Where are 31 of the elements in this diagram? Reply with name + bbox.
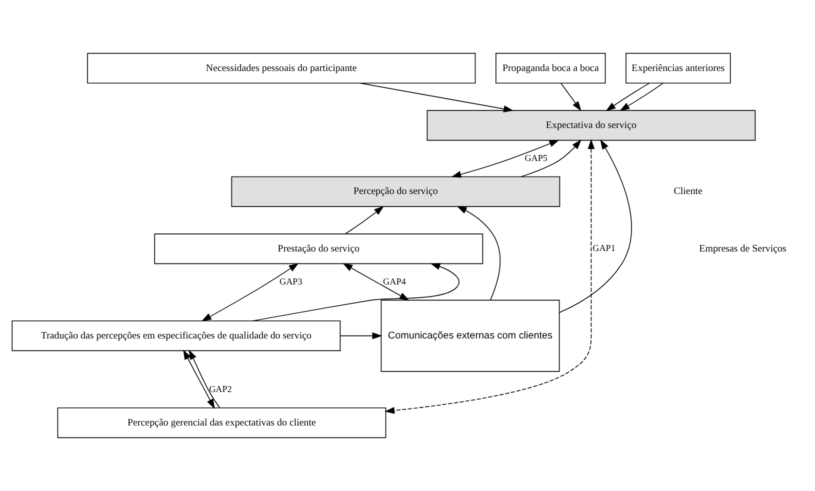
node-box: Propaganda boca a boca <box>496 52 606 84</box>
node-box: Prestação do serviço <box>154 234 484 264</box>
arrow <box>456 206 500 300</box>
edge-label: GAP1 <box>592 243 616 254</box>
label: Cliente <box>674 186 702 198</box>
edge-label: GAP2 <box>209 384 232 394</box>
arrow <box>384 139 595 414</box>
edge-label: GAP5 <box>524 152 548 163</box>
node-box: Necessidades pessoais do participante <box>87 52 476 84</box>
node-box: Tradução das percepções em especificações de qualidade do serviço <box>12 320 341 352</box>
arrow <box>520 140 582 178</box>
node-box: Percepção do serviço <box>231 176 560 207</box>
edge-label: GAP3 <box>280 276 302 286</box>
node-box: Experiências anteriores <box>626 52 731 84</box>
edge-label: GAP4 <box>383 276 406 286</box>
node-box: Expectativa do serviço <box>426 110 756 141</box>
arrow <box>201 263 299 322</box>
arrow <box>560 82 582 112</box>
arrow <box>360 82 514 112</box>
arrow <box>188 350 220 408</box>
arrow <box>620 82 664 111</box>
arrow <box>340 332 382 340</box>
arrow <box>345 206 384 234</box>
arrow <box>183 350 215 409</box>
arrow <box>559 139 632 313</box>
arrow <box>451 140 560 178</box>
label: Empresas de Serviços <box>699 243 786 254</box>
arrow <box>252 263 460 322</box>
node-box: Comunicações externas com clientes <box>380 300 560 372</box>
node-box: Percepção gerencial das expectativas do cliente <box>57 407 386 438</box>
arrow <box>606 82 650 112</box>
